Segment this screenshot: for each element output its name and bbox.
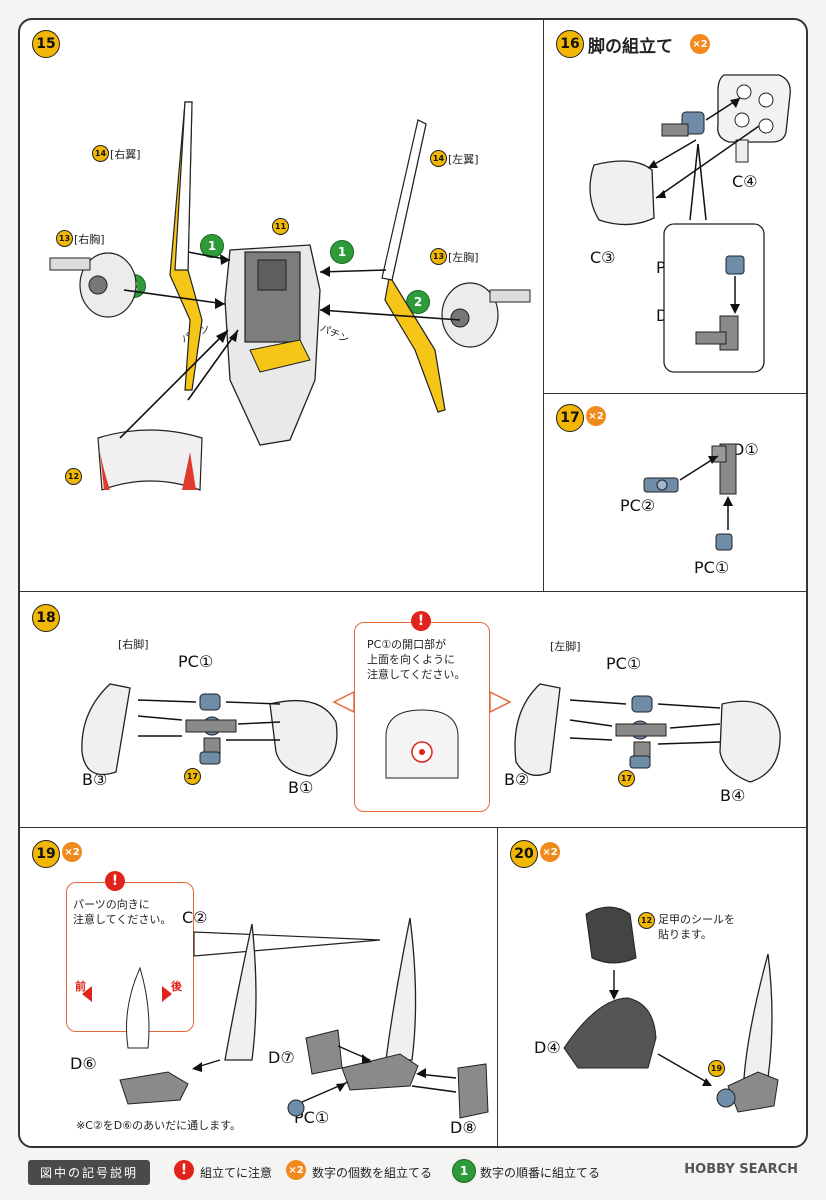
part-label: PC② [620,496,656,515]
seal-badge: 12 [638,912,655,929]
step-title: 脚の組立て [588,37,673,57]
step-20-illustration [563,906,779,1113]
left-wing-label: [左翼] [448,153,479,166]
part-badge: 13 [430,248,447,265]
part-label: C② [182,908,208,927]
part-label: D④ [534,1038,561,1057]
step-16-illustration [589,74,791,373]
legend-order: 数字の順番に組立てる [480,1166,601,1180]
part-badge: 13 [56,230,73,247]
step-number: 16 [556,30,584,58]
legend-title: 図中の記号説明 [28,1160,151,1185]
step-number: 15 [32,30,60,58]
legend-caution: 組立てに注意 [200,1166,273,1180]
step-15-illustration [49,101,531,491]
part-badge: 14 [92,145,109,162]
caution-text: PC①の開口部が 上面を向くように 注意してください。 [367,638,466,681]
left-leg-label: [左脚] [550,640,581,653]
step-number: 19 [32,840,60,868]
step-16-panel: 16 脚の組立て ×2 C④ C③ PC② D⑤ [544,20,806,394]
instruction-sheet: 15 14 [右翼] 14 [左翼] 13 [右胸] 13 [左胸] 11 12… [18,18,808,1148]
step-15-panel: 15 14 [右翼] 14 [左翼] 13 [右胸] 13 [左胸] 11 12… [20,20,544,592]
symbol-legend: 図中の記号説明 ! 組立てに注意 ×2 数字の個数を組立てる 1 数字の順番に組… [18,1150,808,1190]
legend-times: 数字の個数を組立てる [312,1166,433,1180]
step-20-panel: 20 ×2 12 足甲のシールを 貼ります。 D④ 19 [498,828,806,1146]
part-label: D⑦ [268,1048,295,1067]
watermark: HOBBY SEARCH [684,1162,798,1177]
part-badge: 11 [272,218,289,235]
order-step-icon: 1 [452,1159,476,1183]
caution-icon: ! [174,1160,194,1180]
times-icon: ×2 [286,1160,306,1180]
part-label: B② [504,770,530,789]
part-label: C④ [732,172,758,191]
part-label: B① [288,778,314,797]
step-19-illustration [82,917,489,1119]
times-icon: ×2 [540,842,560,862]
part-label: PC① [178,652,214,671]
left-chest-label: [左胸] [448,251,479,264]
part-badge: 12 [65,468,82,485]
step-18-illustration [81,683,781,783]
part-label: C③ [590,248,616,267]
part-label: B④ [720,786,746,805]
seal-note: 足甲のシールを 貼ります。 [658,913,735,941]
step-17-illustration [643,443,737,551]
part-label: PC① [694,558,730,577]
step-number: 18 [32,604,60,632]
caution-icon: ! [411,611,431,631]
step-17-panel: 17 ×2 D① PC② PC① [544,394,806,592]
part-badge: 14 [430,150,447,167]
part-label: D⑥ [70,1054,97,1073]
step-19-panel: 19 ×2 ! パーツの向きに 注意してください。 前 後 C② D⑥ D⑦ P… [20,828,498,1146]
back-label: 後 [171,980,182,993]
part-label: D① [732,440,759,459]
sub-assembly-badge: 19 [708,1060,725,1077]
sub-assembly-badge: 17 [184,768,201,785]
step-number: 17 [556,404,584,432]
front-label: 前 [75,980,86,993]
times-icon: ×2 [62,842,82,862]
sub-assembly-badge: 17 [618,770,635,787]
times-icon: ×2 [690,34,710,54]
step-18-panel: 18 [右脚] [左脚] PC① PC① B③ B① B② B④ 17 17 !… [20,592,806,828]
right-wing-label: [右翼] [110,148,141,161]
order-step-icon: 1 [330,240,354,264]
part-label: D⑧ [450,1118,477,1137]
step-number: 20 [510,840,538,868]
part-label: PC① [606,654,642,673]
assembly-note: ※C②をD⑥のあいだに通します。 [76,1119,241,1132]
caution-text: パーツの向きに 注意してください。 [73,898,172,926]
right-chest-label: [右胸] [74,233,105,246]
times-icon: ×2 [586,406,606,426]
right-leg-label: [右脚] [118,638,149,651]
caution-icon: ! [105,871,125,891]
